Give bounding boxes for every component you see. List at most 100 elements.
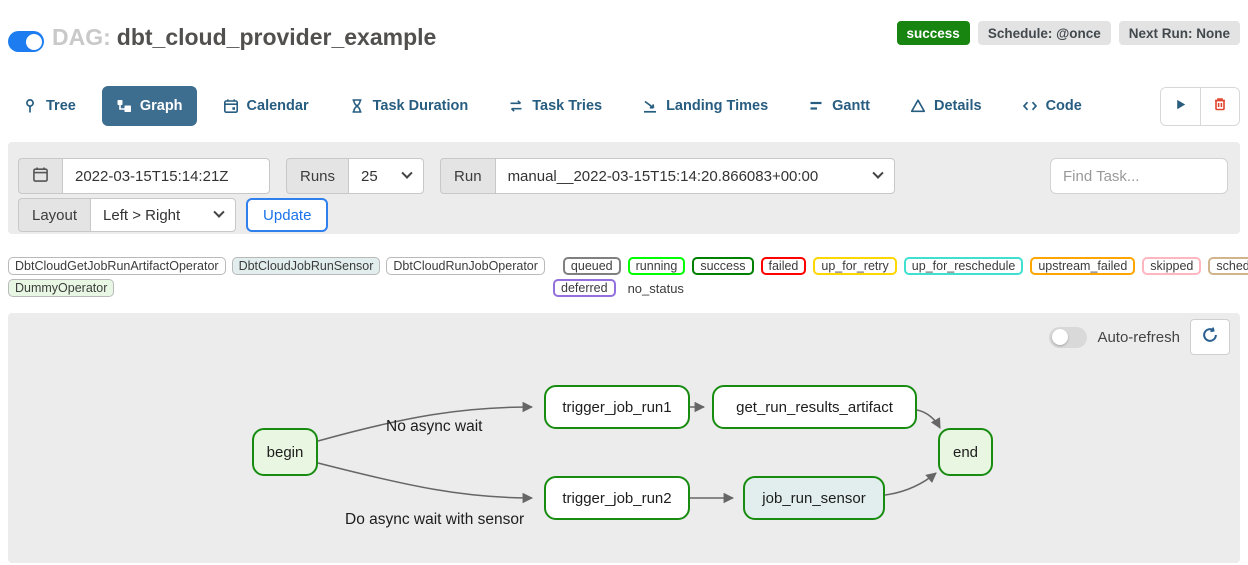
operator-badge: DbtCloudRunJobOperator xyxy=(386,257,545,275)
schedule-badge: Schedule: @once xyxy=(977,21,1111,45)
filter-row-2: Layout Left > Right Update xyxy=(18,198,329,232)
tab-tree[interactable]: Tree xyxy=(8,86,90,126)
layout-group: Layout Left > Right xyxy=(18,198,237,232)
operator-badge: DbtCloudGetJobRunArtifactOperator xyxy=(8,257,226,275)
chevron-down-icon xyxy=(213,206,225,218)
legend: DbtCloudGetJobRunArtifactOperator DbtClo… xyxy=(8,257,1248,305)
state-label-no-status: no_status xyxy=(627,280,684,296)
refresh-icon xyxy=(1201,326,1219,349)
tab-graph[interactable]: Graph xyxy=(101,86,197,126)
graph-node-get-run-results-artifact[interactable]: get_run_results_artifact xyxy=(712,385,917,429)
legend-row-1: DbtCloudGetJobRunArtifactOperator DbtClo… xyxy=(8,257,1248,275)
tab-task-tries[interactable]: Task Tries xyxy=(494,86,616,126)
plane-landing-icon xyxy=(642,98,658,114)
auto-refresh-toggle[interactable] xyxy=(1049,326,1088,348)
header-badges: success Schedule: @once Next Run: None xyxy=(896,21,1240,45)
tab-label: Details xyxy=(934,98,982,114)
tab-landing-times[interactable]: Landing Times xyxy=(628,86,782,126)
run-selected-value: manual__2022-03-15T15:14:20.866083+00:00 xyxy=(507,167,819,185)
pin-icon xyxy=(22,98,38,114)
tab-label: Graph xyxy=(139,98,183,114)
state-badge-scheduled: scheduled xyxy=(1208,257,1248,275)
run-select[interactable]: manual__2022-03-15T15:14:20.866083+00:00 xyxy=(494,158,895,194)
dag-prefix-label: DAG: xyxy=(52,24,111,50)
tab-label: Tree xyxy=(46,98,76,114)
execution-date-group xyxy=(18,158,270,194)
tab-task-duration[interactable]: Task Duration xyxy=(335,86,483,126)
tab-label: Task Duration xyxy=(372,98,469,114)
state-badges: queued running success failed up_for_ret… xyxy=(562,257,1248,275)
repeat-icon xyxy=(508,98,524,114)
toggle-knob xyxy=(1051,329,1068,345)
runs-selected-value: 25 xyxy=(361,167,378,185)
state-badge-running: running xyxy=(627,257,686,275)
tab-label: Task Tries xyxy=(532,98,603,114)
run-label: Run xyxy=(440,158,495,194)
refresh-controls: Auto-refresh xyxy=(1049,319,1230,355)
code-icon xyxy=(1022,98,1038,114)
operator-badge: DbtCloudJobRunSensor xyxy=(231,257,381,275)
tab-label: Code xyxy=(1045,98,1082,114)
runs-group: Runs 25 xyxy=(286,158,425,194)
graph-panel: begin trigger_job_run1 get_run_results_a… xyxy=(8,313,1240,563)
dag-action-buttons xyxy=(1160,87,1240,126)
calendar-addon xyxy=(18,158,62,194)
tab-label: Calendar xyxy=(246,98,309,114)
dag-header: DAG:dbt_cloud_provider_example success S… xyxy=(8,18,1240,62)
tab-gantt[interactable]: Gantt xyxy=(794,86,884,126)
state-badge-up-for-reschedule: up_for_reschedule xyxy=(903,257,1024,275)
operator-badge: DummyOperator xyxy=(8,279,115,297)
dag-pause-toggle[interactable] xyxy=(8,31,44,52)
tab-code[interactable]: Code xyxy=(1008,86,1096,126)
view-tabs: Tree Graph Calendar Task Duration Task T… xyxy=(8,85,1240,127)
graph-node-end[interactable]: end xyxy=(938,428,993,476)
tab-calendar[interactable]: Calendar xyxy=(209,86,323,126)
warning-triangle-icon xyxy=(910,98,926,114)
update-button[interactable]: Update xyxy=(246,198,329,232)
state-badge-deferred: deferred xyxy=(553,279,616,297)
layout-label: Layout xyxy=(18,198,91,232)
chevron-down-icon xyxy=(871,167,884,179)
dag-status-badge: success xyxy=(896,21,970,45)
state-badge-failed: failed xyxy=(760,257,807,275)
tab-details[interactable]: Details xyxy=(896,86,996,126)
refresh-button[interactable] xyxy=(1190,319,1230,355)
toggle-knob xyxy=(25,33,42,50)
find-task-input[interactable] xyxy=(1050,158,1228,194)
auto-refresh-label: Auto-refresh xyxy=(1097,328,1180,346)
run-group: Run manual__2022-03-15T15:14:20.866083+0… xyxy=(440,158,895,194)
tab-label: Landing Times xyxy=(666,98,769,114)
legend-row-2: DummyOperator xyxy=(8,279,1240,297)
tab-label: Gantt xyxy=(832,98,870,114)
dag-name: dbt_cloud_provider_example xyxy=(116,24,437,50)
calendar-icon xyxy=(223,98,239,114)
state-badge-upstream-failed: upstream_failed xyxy=(1030,257,1136,275)
state-badge-queued: queued xyxy=(562,257,621,275)
chevron-down-icon xyxy=(401,167,413,179)
runs-select[interactable]: 25 xyxy=(348,158,425,194)
runs-label: Runs xyxy=(286,158,349,194)
dag-edges xyxy=(317,401,941,504)
legend-row-2-states: deferred no_status xyxy=(553,279,684,297)
state-badge-success: success xyxy=(692,257,754,275)
gantt-icon xyxy=(808,98,824,114)
layout-selected-value: Left > Right xyxy=(103,206,181,224)
sitemap-icon xyxy=(116,98,132,114)
state-badge-up-for-retry: up_for_retry xyxy=(813,257,897,275)
graph-node-trigger-job-run2[interactable]: trigger_job_run2 xyxy=(544,476,690,520)
graph-node-job-run-sensor[interactable]: job_run_sensor xyxy=(743,476,885,520)
graph-node-begin[interactable]: begin xyxy=(252,428,318,476)
graph-node-trigger-job-run1[interactable]: trigger_job_run1 xyxy=(544,385,690,429)
trigger-dag-button[interactable] xyxy=(1161,88,1200,125)
trash-icon xyxy=(1212,96,1228,117)
play-icon xyxy=(1173,97,1188,117)
execution-date-input[interactable] xyxy=(62,158,270,194)
delete-dag-button[interactable] xyxy=(1200,88,1239,125)
filter-row-1: Runs 25 Run manual__2022-03-15T15:14:20.… xyxy=(18,158,895,194)
state-badge-skipped: skipped xyxy=(1142,257,1202,275)
edge-label-do-async-wait: Do async wait with sensor xyxy=(345,511,525,528)
filter-panel: Runs 25 Run manual__2022-03-15T15:14:20.… xyxy=(8,142,1240,234)
layout-select[interactable]: Left > Right xyxy=(90,198,237,232)
next-run-badge: Next Run: None xyxy=(1118,21,1240,45)
